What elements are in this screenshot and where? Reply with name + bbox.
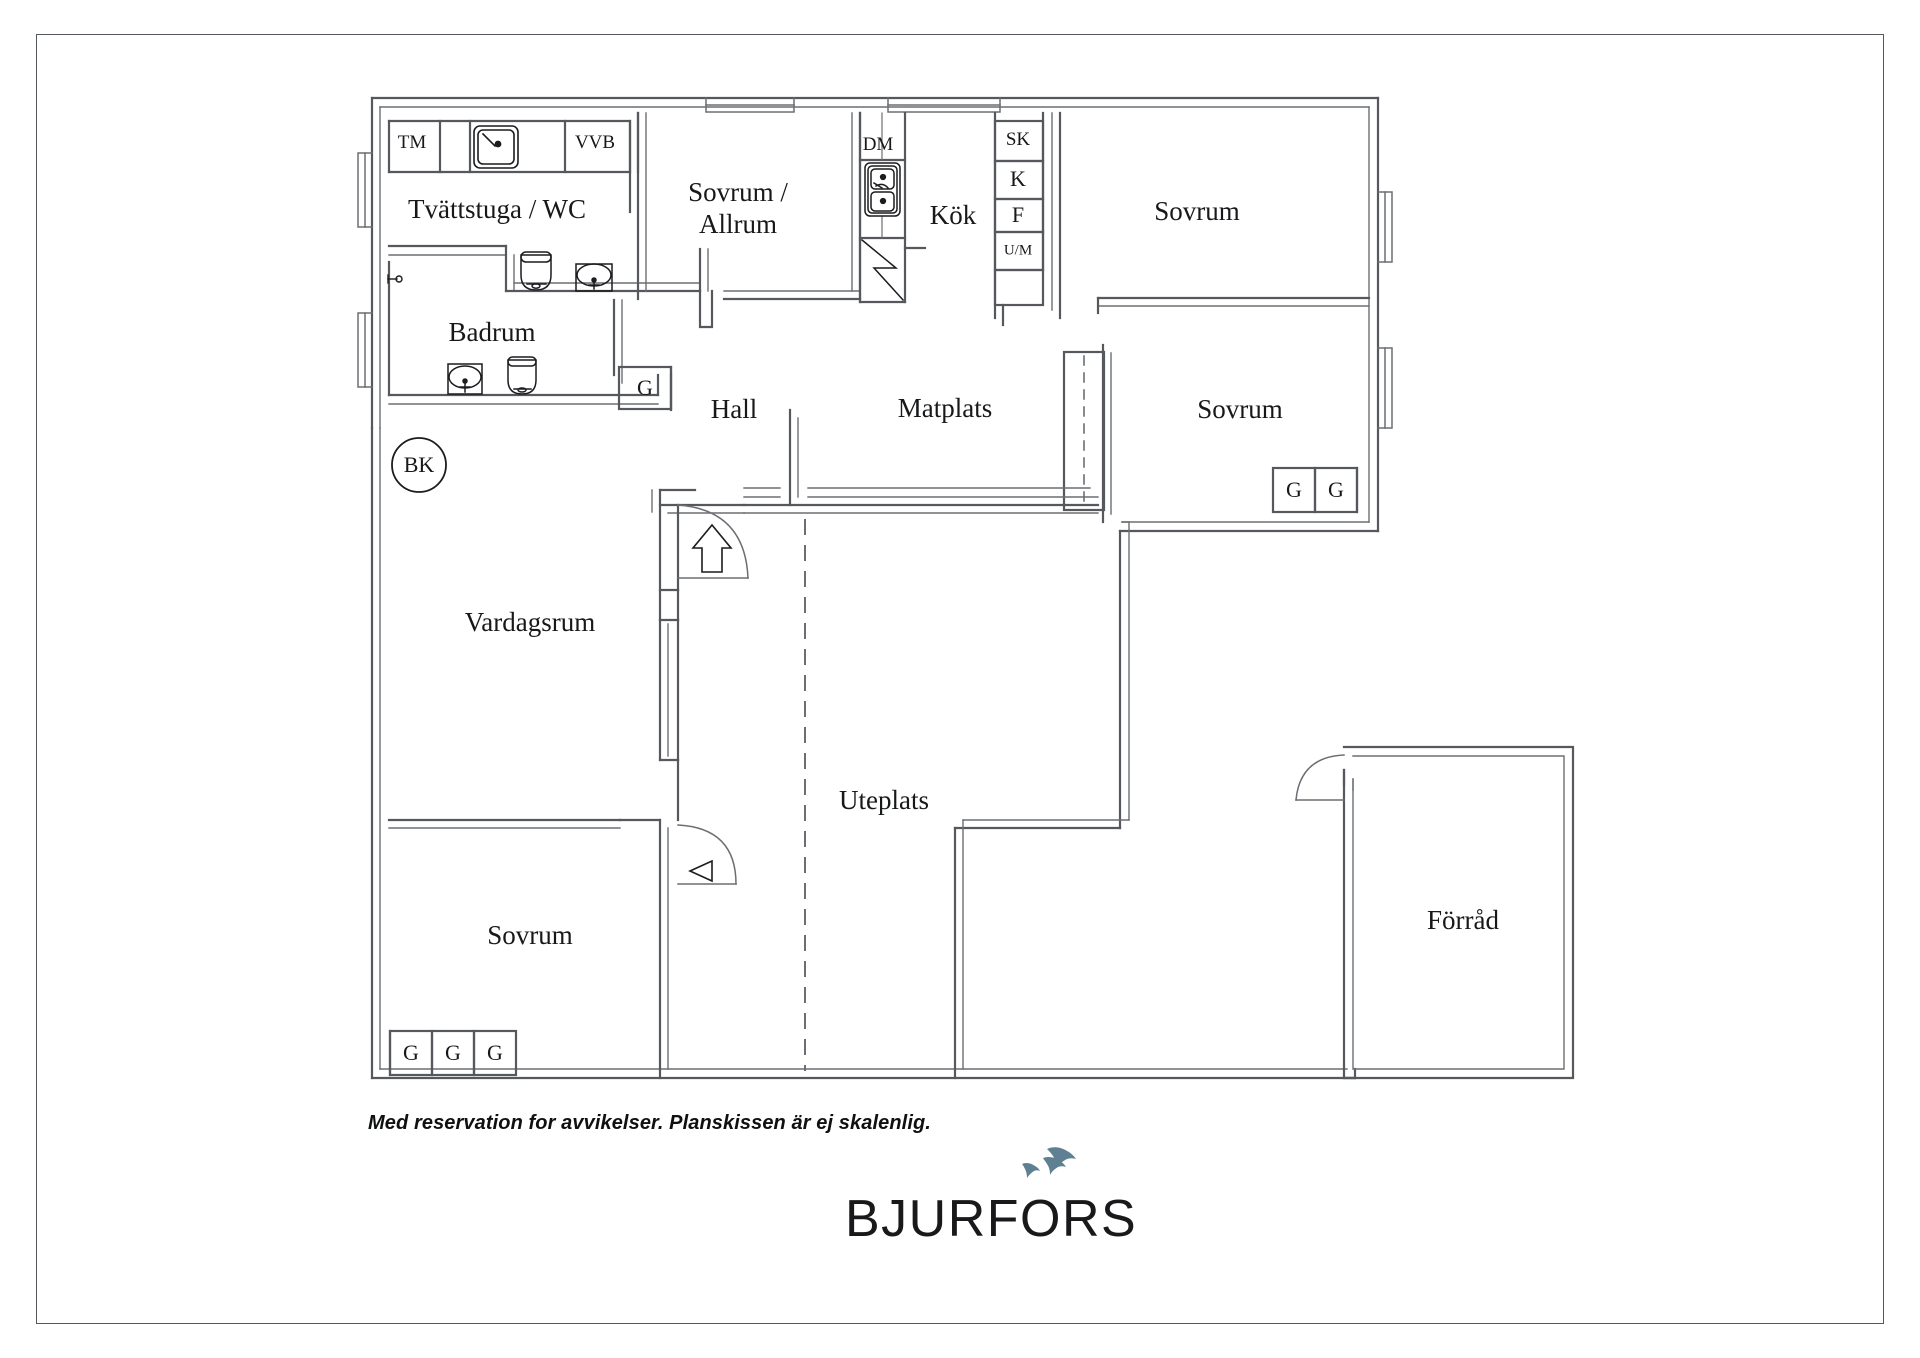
sliding-wardrobe	[1062, 350, 1106, 512]
toilet-icon-wc	[520, 251, 552, 291]
entrance-door-group	[677, 504, 749, 579]
brand-logo: BJURFORS	[845, 1145, 1138, 1265]
room-label-matplats: Matplats	[897, 392, 993, 423]
up-arrow-door-icon	[691, 523, 733, 573]
marker-label-bk: BK	[403, 452, 435, 477]
closet-tag-g-bottom-2: G	[445, 1040, 461, 1065]
closet-tag-g-right-2: G	[1328, 477, 1344, 502]
room-label-uteplats: Uteplats	[839, 784, 929, 815]
room-label-sovrum-allrum: Sovrum / Allrum	[688, 177, 788, 241]
room-label-sovrum-allrum-line2: Allrum	[698, 209, 777, 239]
window-left-1	[357, 152, 373, 228]
stove-icon-kok	[860, 238, 905, 302]
sink-icon-badrum	[447, 363, 483, 395]
double-sink-icon-kok	[864, 162, 901, 217]
closet-tag-g-bottom-1: G	[403, 1040, 419, 1065]
door-swing-arc-patio	[677, 824, 737, 885]
tub-icon	[473, 125, 519, 169]
patio-door-group	[677, 824, 737, 885]
room-label-sovrum-allrum-line1: Sovrum /	[688, 177, 788, 208]
appliance-tag-vvb: VVB	[574, 132, 616, 153]
three-flying-birds-icon	[1022, 1147, 1076, 1178]
closet-tag-g-hall: G	[637, 375, 653, 400]
appliance-tag-dm: DM	[862, 134, 894, 155]
appliance-tag-k: K	[1010, 166, 1026, 191]
door-handle-marker	[387, 274, 403, 284]
room-label-tvattstuga-wc: Tvättstuga / WC	[408, 193, 586, 224]
forrad-door-swing-arc	[1295, 754, 1345, 801]
room-label-kok: Kök	[929, 199, 977, 230]
patio-glass-wall	[658, 618, 680, 762]
room-label-hall: Hall	[710, 393, 758, 424]
wc-wall-stub-down	[698, 289, 714, 329]
window-top-2	[887, 97, 1001, 113]
closet-tag-g-right-1: G	[1286, 477, 1302, 502]
closet-tag-g-bottom-3: G	[487, 1040, 503, 1065]
appliance-tag-sk: SK	[1005, 129, 1031, 150]
toilet-icon-badrum	[507, 356, 537, 395]
window-left-2	[357, 312, 373, 388]
room-label-sovrum-mid-right: Sovrum	[1197, 393, 1283, 424]
brand-logo-text: BJURFORS	[845, 1190, 1138, 1248]
window-right-1	[1377, 191, 1393, 263]
window-right-2	[1377, 347, 1393, 429]
window-top-1	[705, 97, 795, 113]
sink-icon-wc	[575, 263, 613, 292]
appliance-tag-tm: TM	[397, 132, 427, 153]
left-arrow-door-icon	[688, 859, 713, 883]
room-label-sovrum-bottom-left: Sovrum	[487, 919, 573, 950]
door-swing-arc-entrance	[677, 504, 749, 579]
disclaimer-text: Med reservation for avvikelser. Planskis…	[368, 1112, 931, 1134]
room-label-vardagsrum: Vardagsrum	[464, 606, 596, 637]
room-label-badrum: Badrum	[448, 316, 536, 347]
forrad-outline	[1342, 745, 1575, 1080]
appliance-tag-um: U/M	[1003, 242, 1033, 259]
appliance-tag-f: F	[1011, 202, 1025, 227]
room-label-sovrum-top-right: Sovrum	[1154, 195, 1240, 226]
room-label-forrad: Förråd	[1427, 904, 1499, 935]
bk-circle-marker	[391, 437, 447, 493]
